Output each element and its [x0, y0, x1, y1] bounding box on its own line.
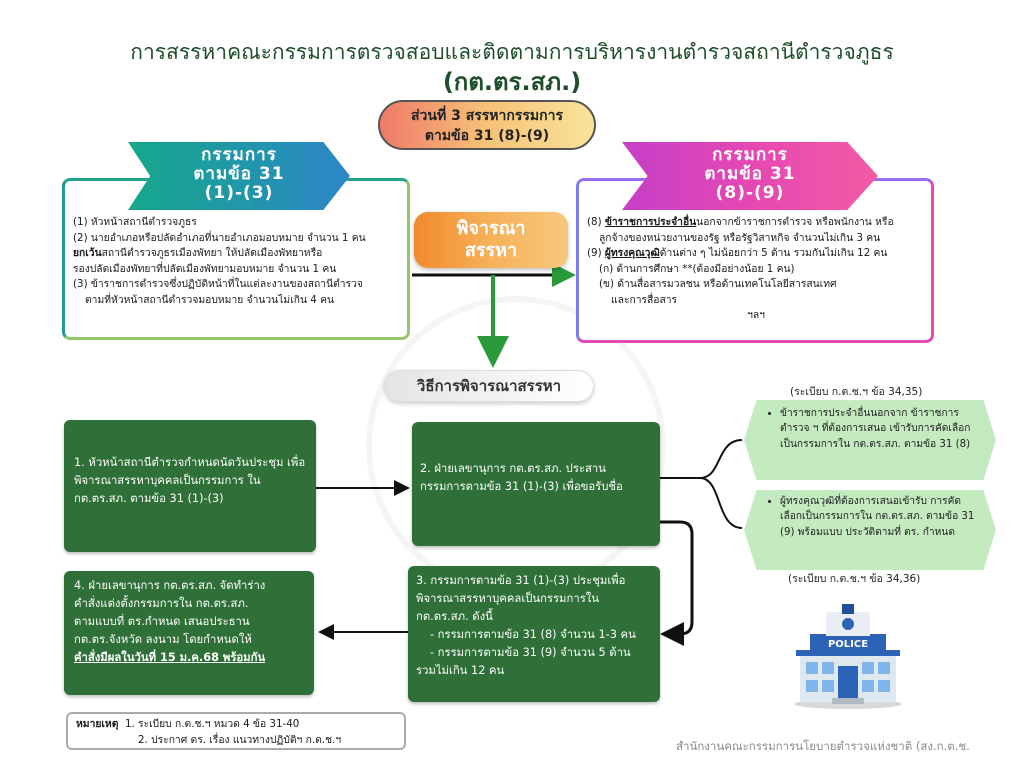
step4-line5: คำสั่งมีผลในวันที่ 15 ม.ค.68 พร้อมกัน — [74, 651, 266, 664]
step4-line1: 4. ฝ่ายเลขานุการ กต.ตร.สภ. จัดทำร่าง — [74, 579, 266, 592]
left-item1: (1) หัวหน้าสถานีตำรวจภูธร — [73, 216, 197, 228]
regulation-ref-2: (ระเบียบ ก.ต.ช.ฯ ข้อ 34,36) — [788, 573, 921, 585]
step3-line3: กต.ตร.สภ. ดังนี้ — [416, 610, 493, 623]
remarks-line2: 2. ประกาศ ตร. เรื่อง แนวทางปฏิบัติฯ ก.ต.… — [138, 734, 342, 746]
banner-right-line2: ตามข้อ 31 — [704, 164, 796, 184]
step3-line2: พิจารณาสรรหาบุคคลเป็นกรรมการใน — [416, 592, 599, 605]
banner-left-line1: กรรมการ — [201, 145, 277, 165]
right-item8b: ลูกจ้างของหน่วยงานของรัฐ หรือรัฐวิสาหกิจ… — [599, 231, 881, 244]
right-item8: (8) ข้าราชการประจำอื่นนอกจากข้าราชการตำร… — [587, 216, 894, 228]
banner-left-line2: ตามข้อ 31 — [193, 164, 285, 184]
step3-line1: 3. กรรมการตามข้อ 31 (1)-(3) ประชุมเพื่อ — [416, 574, 626, 587]
banner-committee-8-9: กรรมการ ตามข้อ 31 (8)-(9) — [622, 142, 878, 210]
step-1-box: 1. หัวหน้าสถานีตำรวจกำหนดนัดวันประชุม เพ… — [64, 420, 316, 552]
right-item9b: (ข) ด้านสื่อสารมวลชน หรือด้านเทคโนโลยีสา… — [599, 278, 837, 290]
consider-line2: สรรหา — [464, 240, 518, 261]
svg-text:POLICE: POLICE — [828, 639, 868, 650]
right-item9b2: และการสื่อสาร — [611, 293, 678, 306]
page-subtitle: (กต.ตร.สภ.) — [442, 68, 582, 96]
part-badge: ส่วนที่ 3 สรรหากรรมการ ตามข้อ 31 (8)-(9) — [378, 100, 596, 150]
nominee-civil-servant-box: ข้าราชการประจำอื่นนอกจาก ข้าราชการตำรวจ … — [744, 400, 996, 480]
step4-line3: ตามแบบที่ ตร.กำหนด เสนอประธาน — [74, 615, 250, 628]
consider-recruit-badge: พิจารณา สรรหา — [414, 212, 568, 268]
right-item9a: (ก) ด้านการศึกษา **(ต้องมีอย่างน้อย 1 คน… — [599, 262, 795, 275]
hex1-text: ข้าราชการประจำอื่นนอกจาก ข้าราชการตำรวจ … — [780, 406, 978, 452]
right-etc: ฯลฯ — [747, 309, 765, 321]
remarks-label: หมายเหตุ — [76, 718, 119, 730]
step-4-box: 4. ฝ่ายเลขานุการ กต.ตร.สภ. จัดทำร่าง คำส… — [64, 571, 314, 695]
banner-committee-1-3: กรรมการ ตามข้อ 31 (1)-(3) — [128, 142, 350, 210]
part-line1: ส่วนที่ 3 สรรหากรรมการ — [411, 108, 563, 124]
hex2-text: ผู้ทรงคุณวุฒิที่ต้องการเสนอเข้ารับ การคั… — [780, 494, 978, 540]
part-line2: ตามข้อ 31 (8)-(9) — [424, 128, 550, 144]
nominee-expert-box: ผู้ทรงคุณวุฒิที่ต้องการเสนอเข้ารับ การคั… — [744, 490, 996, 570]
left-item3b: ตามที่หัวหน้าสถานีตำรวจมอบหมาย จำนวนไม่เ… — [85, 293, 335, 306]
footer-agency: สำนักงานคณะกรรมการนโยบายตำรวจแห่งชาติ (ส… — [676, 739, 970, 753]
left-item3: (3) ข้าราชการตำรวจซึ่งปฏิบัติหน้าที่ในแต… — [73, 278, 363, 290]
step4-line4: กต.ตร.จังหวัด ลงนาม โดยกำหนดให้ — [74, 633, 252, 646]
method-heading: วิธีการพิจารณาสรรหา — [384, 370, 594, 402]
consider-line1: พิจารณา — [456, 218, 526, 239]
banner-left-line3: (1)-(3) — [204, 183, 274, 203]
remarks-box: หมายเหตุ 1. ระเบียบ ก.ต.ช.ฯ หมวด 4 ข้อ 3… — [66, 712, 406, 750]
right-item9: (9) ผู้ทรงคุณวุฒิด้านต่าง ๆ ไม่น้อยกว่า … — [587, 247, 888, 259]
step3-line5: - กรรมการตามข้อ 31 (9) จำนวน 5 ด้าน — [430, 646, 631, 659]
banner-right-line1: กรรมการ — [712, 145, 788, 165]
regulation-ref-1: (ระเบียบ ก.ต.ช.ฯ ข้อ 34,35) — [790, 386, 923, 398]
step-3-box: 3. กรรมการตามข้อ 31 (1)-(3) ประชุมเพื่อ … — [408, 566, 660, 702]
step3-line4: - กรรมการตามข้อ 31 (8) จำนวน 1-3 คน — [430, 628, 636, 641]
left-item2: (2) นายอำเภอหรือปลัดอำเภอที่นายอำเภอมอบห… — [73, 231, 366, 244]
page-title: การสรรหาคณะกรรมการตรวจสอบและติดตามการบริ… — [130, 40, 894, 64]
step4-line2: คำสั่งแต่งตั้งกรรมการใน กต.ตร.สภ. — [74, 597, 249, 610]
left-item2b: ยกเว้นสถานีตำรวจภูธรเมืองพัทยา ให้ปลัดเม… — [73, 247, 323, 259]
police-station-icon: POLICE — [794, 604, 902, 709]
remarks-line1: 1. ระเบียบ ก.ต.ช.ฯ หมวด 4 ข้อ 31-40 — [124, 718, 300, 730]
step3-line6: รวมไม่เกิน 12 คน — [416, 664, 505, 677]
banner-right-line3: (8)-(9) — [715, 183, 785, 203]
left-item2c: รองปลัดเมืองพัทยาที่ปลัดเมืองพัทยามอบหมา… — [73, 262, 337, 275]
step-2-box: 2. ฝ่ายเลขานุการ กต.ตร.สภ. ประสาน กรรมกา… — [412, 422, 660, 546]
